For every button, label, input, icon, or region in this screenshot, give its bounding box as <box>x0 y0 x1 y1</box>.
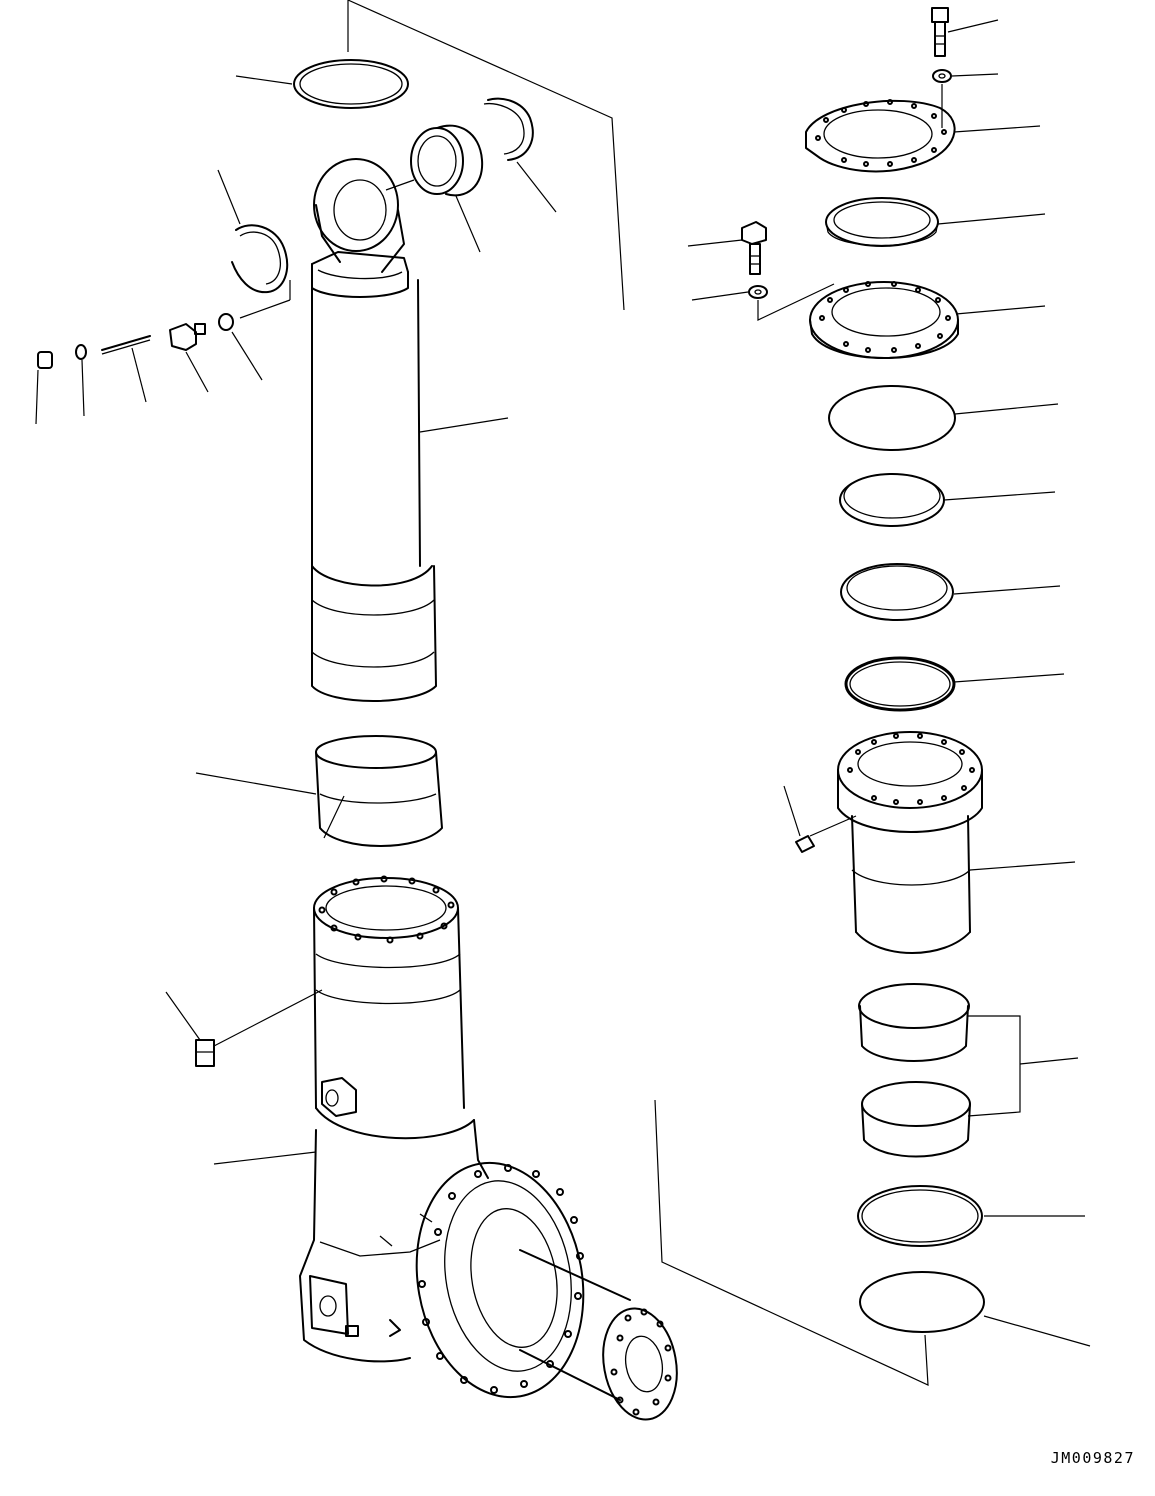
seal-ring-1 <box>825 197 1046 247</box>
bolt-top <box>931 7 999 57</box>
cover-plate <box>805 84 1041 173</box>
seal-ring-4 <box>857 1185 1085 1247</box>
twin-bushings <box>858 983 1079 1158</box>
bearing-retainer <box>809 281 1046 359</box>
drawing-code: JM009827 <box>1050 1449 1135 1467</box>
o-ring <box>844 656 1065 712</box>
snap-ring-top <box>235 59 409 109</box>
frame-lines <box>347 0 929 1386</box>
grease-fittings <box>35 313 263 425</box>
retainer-holes <box>819 281 951 353</box>
washer-top <box>932 69 999 83</box>
sleeve-bushing <box>195 735 443 847</box>
knuckle-housing <box>165 875 489 1363</box>
seal-ring-3 <box>840 563 1061 621</box>
bearing-cage <box>783 731 1076 954</box>
cover-plate-holes <box>815 99 947 167</box>
washer-middle <box>691 283 835 321</box>
flange-holes-top <box>318 875 455 944</box>
cage-holes <box>847 733 975 805</box>
piston-rod-assembly <box>239 158 509 702</box>
bolt-middle <box>687 221 767 275</box>
spindle-flange-holes <box>418 1164 584 1394</box>
shim-1 <box>828 385 1059 451</box>
spherical-bushing <box>385 124 484 253</box>
circlip-right <box>483 97 557 213</box>
circlip-left <box>217 169 289 294</box>
spindle-end-holes <box>610 1308 672 1416</box>
shim-2 <box>859 1271 1091 1347</box>
spindle-flange <box>415 1161 678 1421</box>
seal-ring-2 <box>839 473 1056 527</box>
housing-arrow-marks <box>379 1213 433 1337</box>
